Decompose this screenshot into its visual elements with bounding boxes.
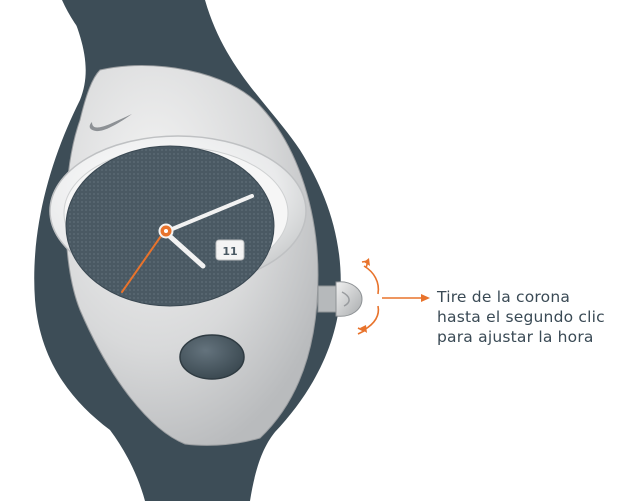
instruction-text: Tire de la corona hasta el segundo clic …	[437, 287, 605, 347]
date-window: 11	[216, 240, 244, 260]
instruction-line-2: hasta el segundo clic	[437, 307, 605, 327]
instruction-line-3: para ajustar la hora	[437, 327, 605, 347]
pull-arrow-head	[421, 294, 430, 302]
instruction-line-1: Tire de la corona	[437, 287, 605, 307]
date-value: 11	[222, 245, 237, 258]
watch-button	[180, 335, 244, 379]
watch-crown	[318, 282, 362, 317]
pivot-center	[164, 229, 168, 233]
